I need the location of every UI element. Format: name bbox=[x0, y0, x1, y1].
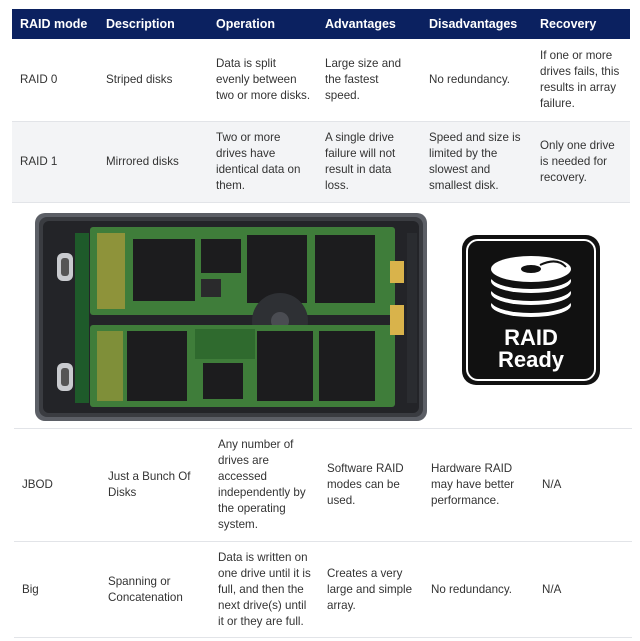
badge-ready-label: Ready bbox=[497, 347, 565, 372]
cell-disadvantages: Hardware RAID may have better performanc… bbox=[431, 462, 515, 507]
header-description: Description bbox=[106, 17, 175, 31]
cell-disadvantages: Speed and size is limited by the slowest… bbox=[429, 131, 521, 192]
header-recovery: Recovery bbox=[540, 17, 597, 31]
ssd-enclosure-photo bbox=[35, 213, 427, 421]
cell-disadvantages: No redundancy. bbox=[431, 582, 512, 596]
header-advantages: Advantages bbox=[325, 17, 396, 31]
header-disadvantages: Disadvantages bbox=[429, 17, 518, 31]
cell-description: Spanning or Concatenation bbox=[108, 574, 183, 604]
raid-ready-badge: RAID Ready bbox=[462, 235, 600, 385]
cell-recovery: N/A bbox=[542, 582, 562, 596]
cell-description: Just a Bunch Of Disks bbox=[108, 470, 191, 499]
raid-comparison-table: RAID mode Description Operation Advantag… bbox=[12, 9, 630, 203]
header-operation: Operation bbox=[216, 17, 276, 31]
cell-operation: Two or more drives have identical data o… bbox=[216, 131, 301, 192]
cell-advantages: Creates a very large and simple array. bbox=[327, 566, 413, 612]
cell-recovery: N/A bbox=[542, 478, 562, 491]
cell-raid-mode: RAID 1 bbox=[20, 155, 58, 168]
cell-advantages: Large size and the fastest speed. bbox=[325, 57, 402, 102]
table-row: JBOD Just a Bunch Of Disks Any number of… bbox=[14, 428, 632, 542]
cell-raid-mode: Big bbox=[22, 582, 39, 596]
cell-operation: Any number of drives are accessed indepe… bbox=[218, 438, 306, 531]
cell-raid-mode: JBOD bbox=[22, 478, 53, 491]
cell-description: Mirrored disks bbox=[106, 155, 179, 168]
cell-description: Striped disks bbox=[106, 73, 173, 86]
cell-advantages: A single drive failure will not result i… bbox=[325, 131, 396, 192]
header-raid-mode: RAID mode bbox=[20, 17, 88, 31]
cell-operation: Data is split evenly between two or more… bbox=[216, 57, 311, 102]
cell-recovery: Only one drive is needed for recovery. bbox=[540, 139, 615, 184]
cell-advantages: Software RAID modes can be used. bbox=[327, 462, 404, 507]
stacked-disks-icon bbox=[462, 235, 600, 385]
raid-comparison-table-continued: JBOD Just a Bunch Of Disks Any number of… bbox=[14, 428, 632, 638]
table-row: Big Spanning or Concatenation Data is wr… bbox=[14, 542, 632, 638]
cell-disadvantages: No redundancy. bbox=[429, 73, 510, 86]
table-header-row: RAID mode Description Operation Advantag… bbox=[12, 9, 630, 39]
table-row: RAID 0 Striped disks Data is split evenl… bbox=[12, 39, 630, 122]
table-row: RAID 1 Mirrored disks Two or more drives… bbox=[12, 122, 630, 203]
cell-operation: Data is written on one drive until it is… bbox=[218, 550, 311, 628]
badge-raid-label: RAID bbox=[504, 325, 558, 350]
cell-recovery: If one or more drives fails, this result… bbox=[540, 49, 620, 110]
cell-raid-mode: RAID 0 bbox=[20, 73, 58, 86]
